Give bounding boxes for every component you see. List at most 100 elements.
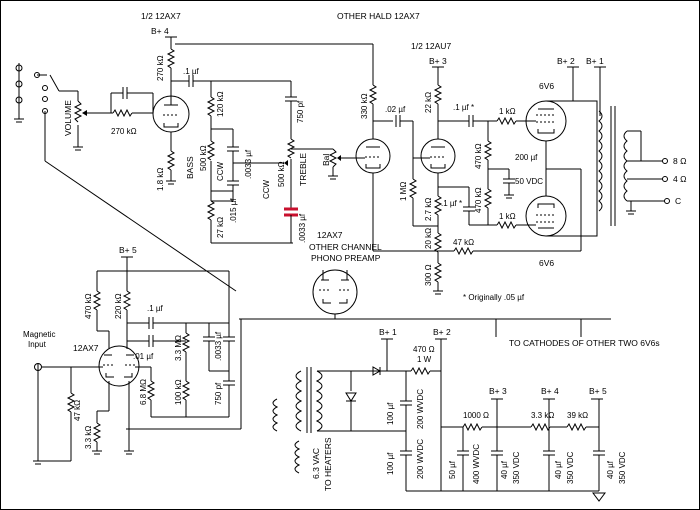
svg-text:350 VDC: 350 VDC	[618, 451, 627, 484]
ohm8-label: 8 Ω	[673, 156, 686, 166]
svg-text:40 µf: 40 µf	[554, 460, 563, 479]
svg-text:100 kΩ: 100 kΩ	[174, 379, 183, 405]
svg-text:1 W: 1 W	[417, 355, 432, 364]
svg-text:40 µf: 40 µf	[500, 460, 509, 479]
svg-text:500 kΩ: 500 kΩ	[199, 145, 208, 171]
svg-text:1000 Ω: 1000 Ω	[463, 411, 489, 420]
out-top-label: 6V6	[539, 81, 554, 91]
svg-text:50 VDC: 50 VDC	[515, 177, 543, 186]
tube-v1a: 1/2 12AX7 B+ 4 270 kΩ .1 µf 270 kΩ 1.8 k…	[95, 11, 207, 191]
svg-text:2.7 kΩ: 2.7 kΩ	[424, 198, 433, 221]
svg-text:100 µf: 100 µf	[386, 402, 395, 425]
svg-text:300 Ω: 300 Ω	[424, 264, 433, 286]
svg-text:12AX7: 12AX7	[317, 230, 343, 240]
svg-text:200 WVDC: 200 WVDC	[416, 439, 425, 479]
footnote: * Originally .05 µf	[463, 293, 525, 302]
svg-text:270 kΩ: 270 kΩ	[156, 55, 165, 81]
svg-text:470 Ω: 470 Ω	[413, 345, 435, 354]
svg-text:3.3 MΩ: 3.3 MΩ	[174, 335, 183, 361]
bp2-top-label: B+ 2	[557, 56, 575, 66]
svg-text:.02 µf: .02 µf	[385, 105, 406, 114]
treble-label: TREBLE	[298, 153, 308, 186]
svg-text:1 MΩ: 1 MΩ	[399, 182, 408, 201]
svg-text:470 kΩ: 470 kΩ	[474, 187, 483, 213]
output-drive: .1 µf * 1 kΩ 470 kΩ 200 µf 50 VDC 470 kΩ…	[438, 103, 543, 230]
bp4-label: B+ 4	[541, 386, 559, 396]
svg-text:27 kΩ: 27 kΩ	[216, 217, 225, 238]
com-label: C	[675, 196, 681, 206]
svg-text:.015 µf: .015 µf	[229, 198, 238, 223]
svg-text:.0033 µf: .0033 µf	[214, 331, 223, 361]
ohm4-label: 4 Ω	[673, 174, 686, 184]
volume-pot: VOLUME	[63, 91, 95, 151]
svg-text:.1 µf: .1 µf	[183, 67, 200, 76]
svg-text:OTHER CHANNEL: OTHER CHANNEL	[309, 242, 382, 252]
svg-text:220 kΩ: 220 kΩ	[114, 293, 123, 319]
bp3-top-label: B+ 3	[429, 56, 447, 66]
svg-text:CCW: CCW	[216, 161, 225, 181]
tube-v2: 1/2 12AU7 B+ 3 22 kΩ 1 MΩ 2.7 kΩ 20 kΩ 3…	[399, 41, 581, 302]
svg-text:1.8 kΩ: 1.8 kΩ	[156, 168, 165, 191]
output-tubes: 6V6 6V6 B+ 2 B+ 1	[525, 56, 606, 268]
bass-label: BASS	[185, 156, 195, 179]
svg-text:100 µf: 100 µf	[386, 452, 395, 475]
svg-text:120 kΩ: 120 kΩ	[216, 91, 225, 117]
power-supply: TO CATHODES OF OTHER TWO 6V6s B+ 1 B+ 2 …	[239, 318, 660, 502]
input-selector-switch	[14, 63, 237, 292]
other-channel-preamp: 12AX7 OTHER CHANNEL PHONO PREAMP	[126, 230, 382, 430]
balance-pot: Bal	[321, 148, 353, 180]
svg-text:400 WVDC: 400 WVDC	[472, 444, 481, 484]
svg-text:47 kΩ: 47 kΩ	[453, 238, 474, 247]
bp1-top-label: B+ 1	[586, 56, 604, 66]
volume-label: VOLUME	[63, 100, 73, 136]
out-bottom-label: 6V6	[539, 258, 554, 268]
balance-label: Bal	[321, 154, 331, 166]
cathodes-label: TO CATHODES OF OTHER TWO 6V6s	[509, 338, 660, 348]
svg-text:PHONO PREAMP: PHONO PREAMP	[311, 253, 381, 263]
bp5-label: B+ 5	[589, 386, 607, 396]
v2-label: 1/2 12AU7	[411, 41, 451, 51]
svg-text:39 kΩ: 39 kΩ	[567, 411, 588, 420]
svg-text:22 kΩ: 22 kΩ	[424, 92, 433, 113]
svg-text:.0033 µf: .0033 µf	[298, 213, 307, 243]
svg-text:.01 µf: .01 µf	[133, 352, 154, 361]
bp2-label: B+ 2	[433, 327, 451, 337]
svg-text:3.3 kΩ: 3.3 kΩ	[531, 411, 554, 420]
svg-text:3.3 kΩ: 3.3 kΩ	[84, 426, 93, 449]
svg-text:470 kΩ: 470 kΩ	[474, 143, 483, 169]
svg-text:500 kΩ: 500 kΩ	[277, 161, 286, 187]
svg-text:750 pf: 750 pf	[214, 382, 223, 405]
output-transformer: 8 Ω 4 Ω C	[581, 100, 686, 237]
svg-text:350 VDC: 350 VDC	[512, 451, 521, 484]
svg-text:50 µf: 50 µf	[448, 460, 457, 479]
svg-text:750 pf: 750 pf	[296, 100, 305, 123]
svg-text:200 µf: 200 µf	[515, 153, 538, 162]
svg-text:1 kΩ: 1 kΩ	[499, 107, 516, 116]
tube-v1b: OTHER HALD 12AX7 330 kΩ .02 µf	[175, 11, 441, 252]
svg-text:40 µf: 40 µf	[606, 460, 615, 479]
magnetic-label: Magnetic	[23, 330, 55, 339]
bp1-label: B+ 1	[379, 327, 397, 337]
bp3-label: B+ 3	[489, 386, 507, 396]
svg-text:.1 µf *: .1 µf *	[453, 103, 474, 112]
v3-label: 12AX7	[73, 343, 99, 353]
bp5-left-label: B+ 5	[119, 245, 137, 255]
svg-text:200 WVDC: 200 WVDC	[416, 389, 425, 429]
svg-text:6.8 MΩ: 6.8 MΩ	[139, 379, 148, 405]
svg-text:.1 µf *: .1 µf *	[441, 199, 462, 208]
svg-text:CCW: CCW	[262, 179, 271, 199]
svg-text:350 VDC: 350 VDC	[566, 451, 575, 484]
heaters-label-2: TO HEATERS	[323, 437, 333, 491]
input-label: Input	[28, 340, 47, 349]
phono-input-stage: Magnetic Input 47 kΩ B+ 5 470 kΩ 220 kΩ …	[23, 245, 235, 465]
v1b-label: OTHER HALD 12AX7	[337, 11, 420, 21]
svg-text:470 kΩ: 470 kΩ	[84, 293, 93, 319]
tone-stack: 120 kΩ 500 kΩ BASS CCW 27 kΩ .0033 µf .0…	[185, 80, 323, 244]
heaters-label-1: 6.3 VAC	[311, 448, 321, 479]
svg-text:20 kΩ: 20 kΩ	[424, 228, 433, 249]
svg-text:270 kΩ: 270 kΩ	[111, 127, 137, 136]
v1a-label: 1/2 12AX7	[141, 11, 181, 21]
svg-text:.1 µf: .1 µf	[147, 304, 164, 313]
